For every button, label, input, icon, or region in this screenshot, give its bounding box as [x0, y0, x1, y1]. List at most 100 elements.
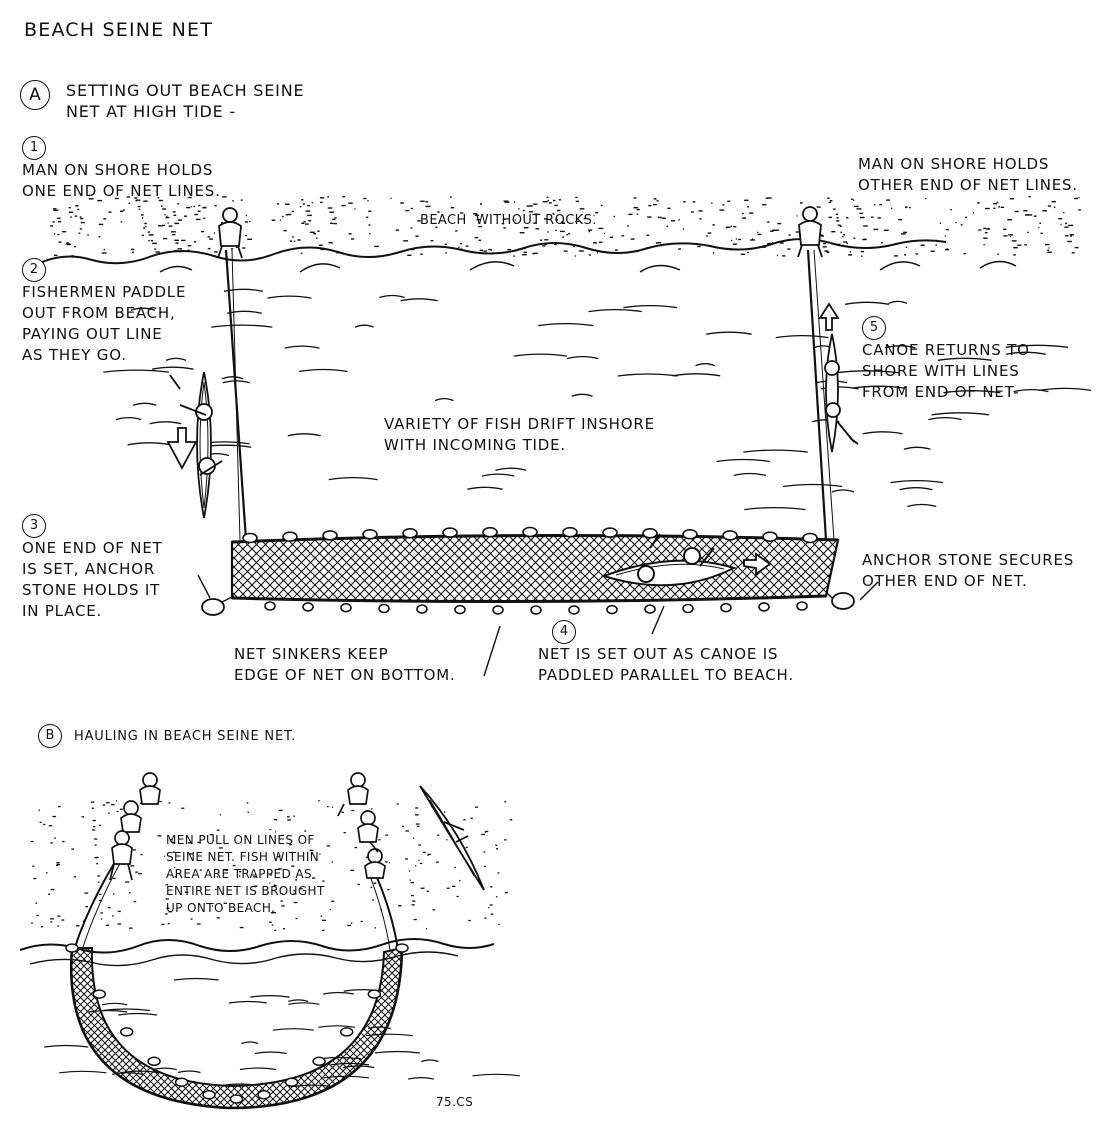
sand-dot: [385, 861, 388, 863]
sand-dot: [488, 907, 490, 909]
sand-dot: [598, 227, 604, 230]
sand-dot: [81, 816, 85, 818]
sand-dot: [412, 837, 415, 839]
sand-dot: [655, 242, 658, 244]
sand-dot: [474, 214, 480, 217]
shoreline-curl: [159, 260, 1017, 273]
step-2-marker: 2: [22, 258, 46, 282]
sand-dot: [1009, 198, 1014, 200]
sand-dot: [1023, 210, 1028, 212]
sand-dot: [157, 197, 160, 199]
sand-dot: [331, 900, 335, 902]
net-float: [322, 530, 338, 541]
sand-dot: [239, 926, 244, 929]
sand-dot: [273, 885, 277, 887]
sand-dot: [307, 214, 312, 217]
sand-dot: [1010, 235, 1011, 238]
sand-dot: [150, 239, 153, 242]
sand-dot: [68, 211, 74, 213]
sand-dot: [490, 913, 494, 915]
sand-dot: [317, 230, 320, 232]
ripple: [379, 294, 405, 299]
sand-dot: [329, 222, 334, 225]
sand-dot: [744, 199, 749, 201]
sand-dot: [99, 899, 101, 902]
ripple: [899, 487, 933, 491]
sand-dot: [749, 212, 754, 214]
sand-dot: [1000, 206, 1005, 208]
sand-dot: [56, 863, 61, 866]
sand-dot: [177, 219, 182, 221]
sand-dot: [533, 252, 538, 254]
ripple: [733, 472, 767, 477]
sand-dot: [443, 811, 446, 813]
sand-dot: [302, 203, 305, 205]
sand-dot: [558, 199, 561, 201]
net-sinker: [568, 605, 580, 615]
net-float: [312, 1056, 326, 1067]
sand-dot: [426, 890, 430, 892]
sand-dot: [242, 868, 246, 871]
sand-dot: [603, 232, 606, 235]
step-1-text: MAN ON SHORE HOLDS ONE END OF NET LINES.: [22, 161, 221, 200]
sand-dot: [183, 215, 187, 217]
sand-dot: [341, 811, 344, 813]
sand-dot: [35, 902, 37, 904]
sand-dot: [138, 873, 142, 875]
anchor-stone-left: [201, 598, 225, 616]
sand-dot: [354, 846, 358, 849]
sand-dot: [301, 222, 305, 224]
sand-dot: [820, 235, 824, 237]
sand-dot: [79, 228, 82, 230]
sand-dot: [945, 249, 950, 251]
sand-dot: [329, 211, 334, 213]
sand-dot: [103, 218, 107, 220]
sand-dot: [333, 222, 337, 225]
step-1-marker: 1: [22, 136, 46, 160]
net-float: [395, 943, 409, 953]
sand-dot: [1065, 235, 1069, 237]
sand-dot: [532, 252, 535, 255]
sand-dot: [181, 239, 186, 242]
sand-dot: [776, 254, 778, 257]
sand-dot: [350, 922, 353, 924]
sand-dot: [326, 845, 330, 847]
sand-dot: [742, 212, 744, 215]
men-hauling-left: [109, 772, 161, 881]
sand-dot: [903, 231, 907, 234]
ripple: [299, 368, 348, 373]
sand-dot: [50, 225, 53, 227]
sand-dot: [316, 237, 318, 239]
sand-dot: [174, 876, 176, 878]
ripple: [472, 1073, 520, 1077]
sand-dot: [862, 238, 867, 241]
sand-dot: [483, 851, 486, 853]
sand-dot: [291, 210, 295, 213]
sand-dot: [96, 863, 99, 865]
sand-dot: [132, 849, 136, 851]
sand-dot: [578, 250, 584, 252]
sand-dot: [395, 229, 399, 231]
sand-dot: [788, 234, 791, 236]
sand-dot: [653, 198, 657, 200]
sand-dot: [944, 235, 946, 237]
sand-dot: [68, 207, 71, 209]
ripple: [844, 301, 890, 305]
sand-dot: [767, 242, 772, 245]
sand-dot: [978, 229, 982, 231]
arrow-up-icon: [818, 302, 840, 331]
sand-dot: [828, 201, 832, 204]
net-float: [65, 943, 79, 953]
sand-dot: [78, 232, 81, 234]
sand-dot: [1048, 247, 1050, 249]
sand-dot: [357, 883, 360, 886]
sand-dot: [873, 228, 879, 231]
sand-dot: [1053, 206, 1056, 209]
sand-dot: [842, 235, 844, 238]
sand-dot: [826, 251, 830, 253]
sand-dot: [273, 819, 278, 821]
sand-dot: [211, 905, 213, 907]
sand-dot: [97, 199, 103, 202]
ripple: [716, 458, 770, 463]
step-4-text: NET IS SET OUT AS CANOE IS PADDLED PARAL…: [538, 645, 794, 684]
